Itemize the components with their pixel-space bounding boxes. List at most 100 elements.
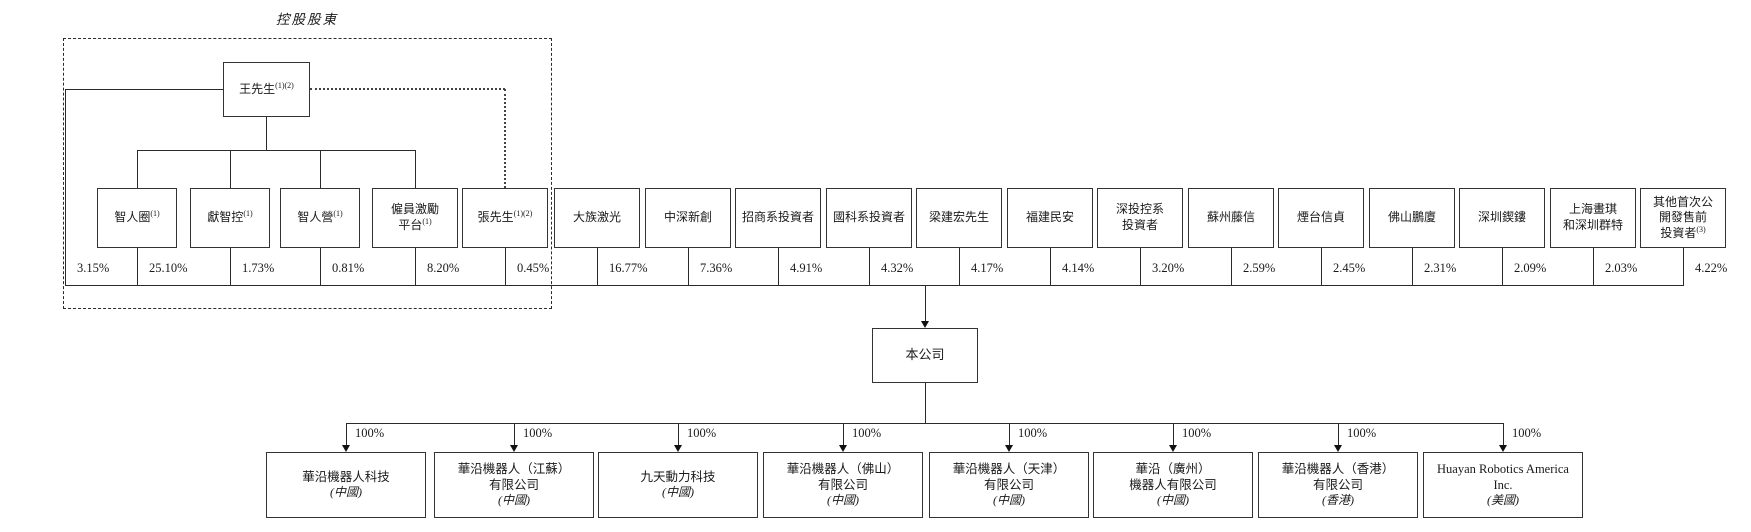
subsidiary-name: 華沿機器人（香港） 有限公司 [1281,461,1395,493]
pct-label: 4.17% [971,261,1004,275]
subsidiary-box-foshan: 華沿機器人（佛山） 有限公司 (中國) [763,452,923,518]
entity-box-employee-incentive-platform: 僱員激勵 平台(1) [372,188,458,248]
pct-label: 8.20% [427,261,460,275]
shareholder-box-foshanpengsha: 佛山鵬廈 [1369,188,1455,248]
connector [688,248,689,285]
pct-label: 7.36% [700,261,733,275]
arrowhead-icon [1499,445,1507,452]
connector [959,248,960,285]
shareholder-box-liangjianhong: 梁建宏先生 [916,188,1002,248]
connector [597,248,598,285]
pct-label: 2.59% [1243,261,1276,275]
pct-100-label: 100% [355,426,385,440]
connector [65,89,66,285]
pct-label: 3.15% [77,261,110,275]
pct-label: 4.91% [790,261,823,275]
dotted-connector [504,89,506,188]
entity-box-zhirenquan: 智人圈(1) [97,188,177,248]
shareholder-box-dazujiguan: 大族激光 [554,188,640,248]
entity-name: 僱員激勵 平台(1) [390,202,439,232]
company-box: 本公司 [872,328,978,383]
pct-label: 16.77% [609,261,648,275]
controlling-shareholders-label: 控股股東 [276,12,338,27]
entity-box-xianzhikong: 獻智控(1) [190,188,270,248]
shareholder-name: 梁建宏先生 [928,210,989,225]
subsidiary-place: (中國) [498,493,530,508]
connector [346,423,347,446]
subsidiary-place: (中國) [330,485,362,500]
pct-label: 2.03% [1605,261,1638,275]
connector [1683,248,1684,285]
arrowhead-icon [839,445,847,452]
shareholder-name: 深投控系 投資者 [1115,202,1164,232]
subsidiary-place: (中國) [827,493,859,508]
arrowhead-icon [1334,445,1342,452]
connector [1173,423,1174,446]
dotted-connector [310,88,505,90]
pct-label: 4.22% [1695,261,1728,275]
connector [137,150,138,188]
shareholder-name: 國科系投資者 [832,210,905,225]
subsidiary-box-america: Huayan Robotics America Inc. (美國) [1423,452,1583,518]
pct-label: 2.31% [1424,261,1457,275]
shareholder-box-other-preipo-investors: 其他首次公 開發售前 投資者(3) [1640,188,1726,248]
subsidiary-box-hongkong: 華沿機器人（香港） 有限公司 (香港) [1258,452,1418,518]
connector [320,150,321,188]
connector [678,423,679,446]
shareholder-name: 大族激光 [572,210,621,225]
shareholder-box-yantaixinzhen: 煙台信貞 [1278,188,1364,248]
connector [1140,248,1141,285]
arrowhead-icon [1005,445,1013,452]
pct-label: 25.10% [149,261,188,275]
connector [230,248,231,285]
connector [137,150,415,151]
mr-wang-name: 王先生(1)(2) [239,80,294,96]
pct-label: 0.81% [332,261,365,275]
pct-label: 4.32% [881,261,914,275]
pct-label: 3.20% [1152,261,1185,275]
shareholder-name: 佛山鵬廈 [1387,210,1436,225]
subsidiary-place: (中國) [993,493,1025,508]
connector [415,150,416,188]
subsidiary-place: (美國) [1487,493,1519,508]
subsidiary-box-jiangsu: 華沿機器人（江蘇） 有限公司 (中國) [434,452,594,518]
shareholder-name: 上海畫琪 和深圳群特 [1562,202,1623,232]
connector [65,89,223,90]
connector [415,248,416,285]
subsidiary-name: 華沿機器人（佛山） 有限公司 [786,461,900,493]
subsidiary-place: (中國) [1157,493,1189,508]
pct-label: 4.14% [1062,261,1095,275]
subsidiary-name: 華沿機器人（江蘇） 有限公司 [457,461,571,493]
pct-100-label: 100% [1182,426,1212,440]
connector [1050,248,1051,285]
shareholder-box-suzhoutengxin: 蘇州藤信 [1188,188,1274,248]
entity-box-zhirenying: 智人營(1) [280,188,360,248]
entity-name: 智人圈(1) [114,209,160,225]
subsidiary-name: 華沿機器人（天津） 有限公司 [952,461,1066,493]
connector [1338,423,1339,446]
shareholder-name: 其他首次公 開發售前 投資者(3) [1652,194,1713,240]
shareholder-name: 深圳鍥鏤 [1477,210,1526,225]
subsidiary-box-jiutian-power: 九天動力科技 (中國) [598,452,758,518]
shareholder-box-shentoukong: 深投控系 投資者 [1097,188,1183,248]
ownership-bus-line [65,285,1684,286]
entity-name: 獻智控(1) [207,209,253,225]
arrowhead-icon [510,445,518,452]
shareholder-name: 中深新創 [663,210,712,225]
subsidiary-name: 華沿機器人科技 [302,470,390,485]
pct-label: 0.45% [517,261,550,275]
connector [514,423,515,446]
subsidiary-place: (中國) [662,485,694,500]
pct-100-label: 100% [852,426,882,440]
shareholder-name: 福建民安 [1025,210,1074,225]
company-name: 本公司 [905,347,945,363]
shareholder-box-fujianminan: 福建民安 [1007,188,1093,248]
shareholder-name: 招商系投資者 [741,210,814,225]
connector [230,150,231,188]
shareholder-box-shanghaihuaqi: 上海畫琪 和深圳群特 [1550,188,1636,248]
subsidiary-name: 九天動力科技 [640,470,716,485]
connector [869,248,870,285]
pct-label: 2.09% [1514,261,1547,275]
pct-100-label: 100% [1512,426,1542,440]
entity-box-mr-zhang: 張先生(1)(2) [462,188,548,248]
